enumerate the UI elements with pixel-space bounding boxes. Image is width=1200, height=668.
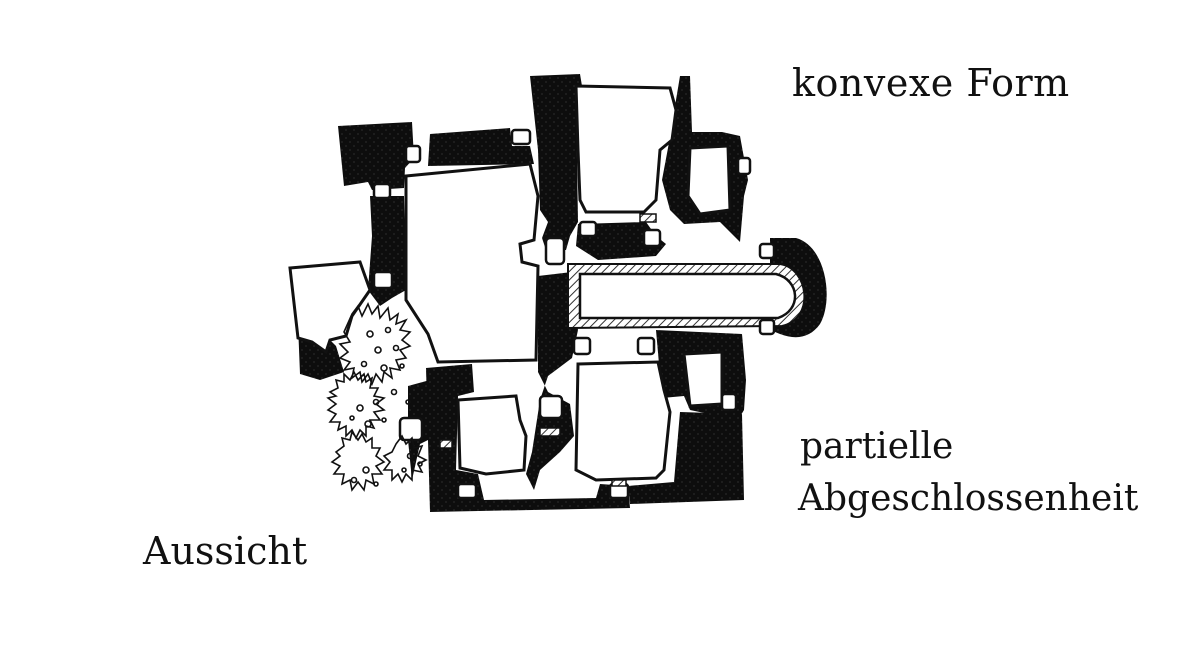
- threshold: [539, 427, 561, 437]
- bush-lower: [326, 370, 386, 440]
- pier: [398, 416, 424, 442]
- pier: [736, 156, 752, 176]
- threshold: [611, 479, 627, 487]
- room-central-hall: [404, 162, 540, 364]
- bush-dots: [349, 326, 423, 487]
- bush-outline: [338, 302, 412, 387]
- vegetation-bush: [326, 302, 428, 492]
- room-lower-center: [574, 360, 672, 482]
- thresholds: [439, 213, 657, 487]
- pier: [544, 236, 566, 266]
- label-abgeschlossenheit: Abgeschlossenheit: [798, 478, 1139, 519]
- wall-block-bottom: [426, 364, 630, 512]
- pier: [642, 228, 662, 248]
- pier: [510, 128, 532, 146]
- pier: [372, 270, 394, 290]
- label-aussicht: Aussicht: [143, 529, 308, 573]
- pier: [720, 392, 738, 412]
- wall-block-center-column: [530, 74, 582, 250]
- threshold: [639, 213, 657, 223]
- pier: [572, 336, 592, 356]
- bush-right: [382, 434, 428, 484]
- room-left-wing: [288, 260, 372, 355]
- bush-bottom: [330, 430, 386, 492]
- pier: [538, 394, 564, 420]
- pier: [456, 482, 478, 500]
- rooms: [288, 84, 732, 482]
- wall-block-left-ring: [368, 196, 406, 306]
- room-small-right: [686, 144, 732, 216]
- pier: [758, 318, 776, 336]
- room-lower-left: [456, 394, 528, 476]
- threshold: [439, 439, 453, 449]
- room-top-right: [574, 84, 678, 214]
- pier: [636, 336, 656, 356]
- label-konvexe-form: konvexe Form: [792, 61, 1070, 105]
- pier: [404, 144, 422, 164]
- apse-hall: [567, 238, 827, 338]
- wall-block-center-lower: [526, 272, 578, 490]
- pier: [372, 182, 392, 200]
- label-partielle: partielle: [800, 426, 954, 467]
- pier: [578, 220, 598, 238]
- wall-block-top-left: [338, 122, 414, 190]
- room-small-lower-right: [682, 350, 724, 408]
- nave-interior: [578, 272, 797, 320]
- wall-block-top-corridor: [428, 128, 534, 166]
- wall-block-bottom-right: [628, 412, 744, 504]
- pier: [758, 242, 776, 260]
